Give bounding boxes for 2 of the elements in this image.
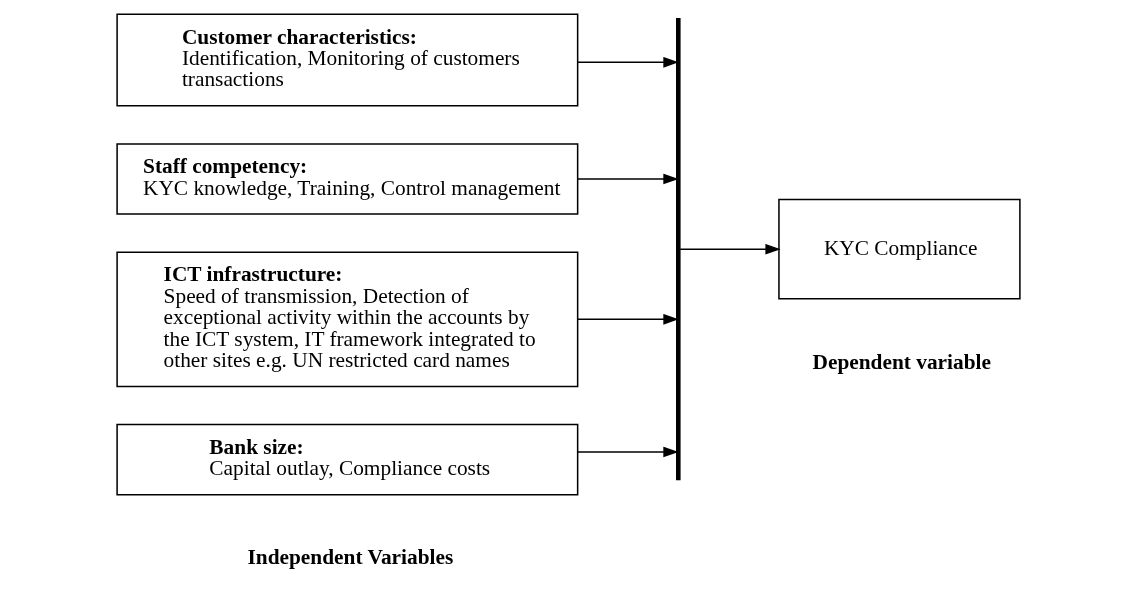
label: Dependent variable — [812, 350, 991, 375]
label: Independent Variables — [246, 545, 453, 570]
